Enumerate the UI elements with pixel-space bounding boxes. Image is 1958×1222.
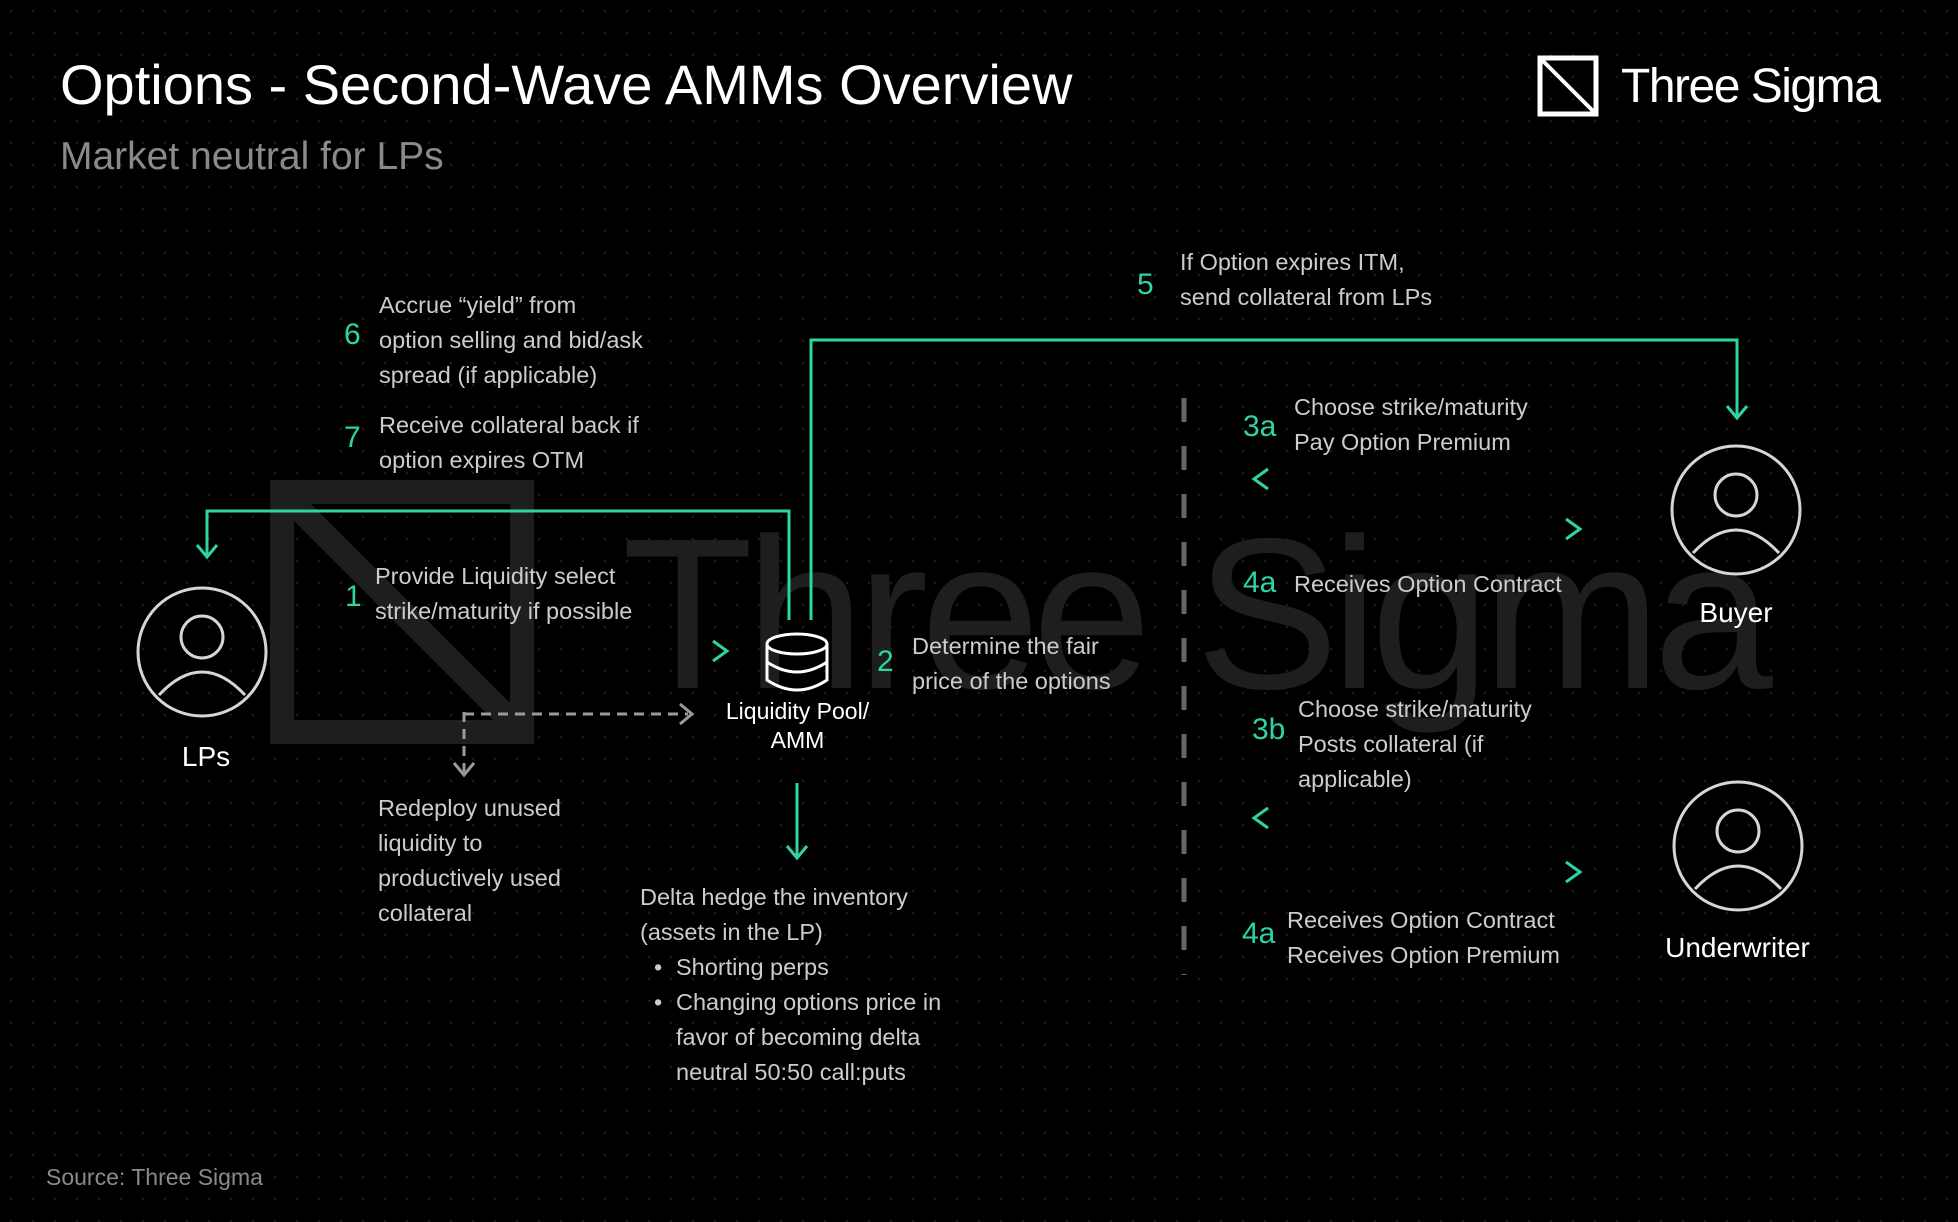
step-number: 5: [1137, 268, 1154, 301]
source-note: Source: Three Sigma: [46, 1164, 263, 1190]
text-line: Changing options price in: [676, 989, 942, 1015]
underwriter-avatar-icon: [1672, 780, 1804, 912]
underwriter-label: Underwriter: [1665, 932, 1810, 963]
text-line: If Option expires ITM,: [1180, 249, 1405, 275]
arrowhead: [195, 544, 219, 560]
text-line: strike/maturity if possible: [375, 598, 633, 624]
text-line: Determine the fair: [912, 633, 1099, 659]
step-1-text: Provide Liquidity select strike/maturity…: [375, 559, 632, 629]
step-number: 3b: [1252, 713, 1286, 746]
text-line: Receives Option Premium: [1287, 942, 1560, 968]
text-line: Receive collateral back if: [379, 412, 639, 438]
buyer-avatar-icon: [1670, 444, 1802, 576]
step-7-text: Receive collateral back if option expire…: [379, 408, 639, 478]
step-number: 3a: [1243, 410, 1277, 443]
text-line: Shorting perps: [676, 954, 829, 980]
database-cylinder-icon: [765, 632, 829, 692]
arrowhead: [1725, 405, 1749, 421]
text-line: Accrue “yield” from: [379, 292, 577, 318]
list-item: Shorting perps: [640, 950, 941, 985]
list-item: Changing options price in favor of becom…: [640, 985, 941, 1090]
brand-name: Three Sigma: [1621, 59, 1881, 113]
text-line: collateral: [378, 900, 473, 926]
text-line: applicable): [1298, 766, 1412, 792]
text-line: option selling and bid/ask: [379, 327, 643, 353]
step-5-text: If Option expires ITM, send collateral f…: [1180, 245, 1432, 315]
text-line: liquidity to: [378, 830, 483, 856]
arrowhead: [1565, 517, 1583, 541]
watermark-text: Three Sigma: [622, 493, 1773, 734]
step-number: 2: [877, 645, 894, 678]
step-2-text: Determine the fair price of the options: [912, 629, 1111, 699]
step-3a-text: Choose strike/maturity Pay Option Premiu…: [1294, 390, 1528, 460]
text-line: neutral 50:50 call:puts: [676, 1059, 906, 1085]
text-line: spread (if applicable): [379, 362, 598, 388]
text-line: Choose strike/maturity: [1298, 696, 1532, 722]
step-number: 4a: [1242, 917, 1276, 950]
text-line: option expires OTM: [379, 447, 585, 473]
text-line: productively used: [378, 865, 561, 891]
pool-label-line: Liquidity Pool/: [725, 698, 870, 724]
arrowhead: [679, 702, 695, 726]
arrowhead: [1251, 806, 1269, 830]
text-line: price of the options: [912, 668, 1111, 694]
brand-logo: Three Sigma: [1537, 55, 1881, 117]
arrow-pool-to-lps: [205, 509, 791, 620]
arrow-pool-to-buyer: [809, 338, 1739, 620]
watermark-logo-icon: [270, 480, 534, 744]
page-title: Options - Second-Wave AMMs Overview: [60, 53, 1073, 116]
hedge-bullet-list: Shorting perps Changing options price in…: [640, 950, 941, 1090]
text-line: Pay Option Premium: [1294, 429, 1511, 455]
pool-label-line: AMM: [770, 727, 825, 753]
lps-label: LPs: [181, 741, 231, 772]
text-line: Choose strike/maturity: [1294, 394, 1528, 420]
pool-label: Liquidity Pool/ AMM: [705, 697, 890, 755]
text-line: Delta hedge the inventory: [640, 884, 908, 910]
step-number: 4a: [1243, 566, 1277, 599]
text-line: Receives Option Contract: [1294, 571, 1562, 597]
arrowhead: [785, 845, 809, 861]
step-number: 6: [344, 318, 361, 351]
page-subtitle: Market neutral for LPs: [60, 135, 444, 178]
step-number: 1: [345, 580, 362, 613]
step-4a-buyer-text: Receives Option Contract: [1294, 567, 1562, 602]
text-line: Redeploy unused: [378, 795, 561, 821]
arrowhead: [712, 639, 730, 663]
step-3b-text: Choose strike/maturity Posts collateral …: [1298, 692, 1532, 797]
step-6-text: Accrue “yield” from option selling and b…: [379, 288, 643, 393]
redeploy-text: Redeploy unused liquidity to productivel…: [378, 791, 561, 931]
buyer-label: Buyer: [1699, 597, 1773, 628]
three-sigma-logo-icon: [1537, 55, 1599, 117]
text-line: (assets in the LP): [640, 919, 823, 945]
text-line: send collateral from LPs: [1180, 284, 1433, 310]
step-number: 7: [344, 421, 361, 454]
step-4a-underwriter-text: Receives Option Contract Receives Option…: [1287, 903, 1560, 973]
lps-avatar-icon: [136, 586, 268, 718]
text-line: Receives Option Contract: [1287, 907, 1555, 933]
arrowhead: [452, 762, 476, 778]
text-line: Posts collateral (if: [1298, 731, 1484, 757]
arrowhead: [1251, 467, 1269, 491]
arrowhead: [1565, 860, 1583, 884]
delta-hedge-text: Delta hedge the inventory (assets in the…: [640, 880, 941, 1090]
text-line: favor of becoming delta: [676, 1024, 921, 1050]
text-line: Provide Liquidity select: [375, 563, 616, 589]
